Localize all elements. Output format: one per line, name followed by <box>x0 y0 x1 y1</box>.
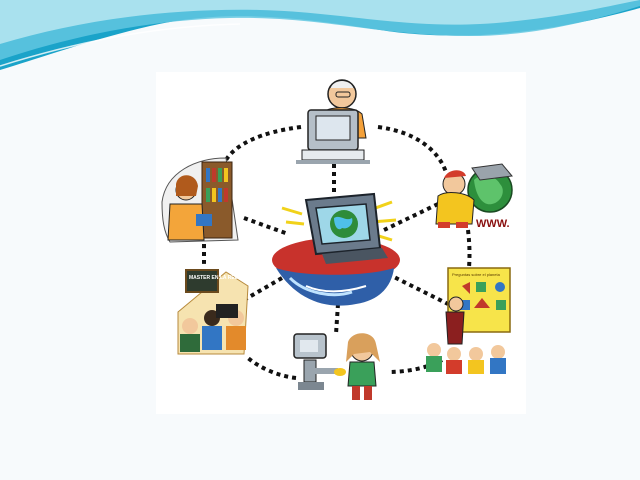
spoke-bottom <box>334 303 340 335</box>
connector-top-right <box>377 125 448 173</box>
person-computer-icon <box>296 79 370 164</box>
classroom-sign: MASTER EN LA RED <box>189 275 239 281</box>
connector-top-left <box>224 125 302 162</box>
hub-computer-icon <box>272 192 400 306</box>
globe-icon <box>435 163 513 228</box>
www-label: WWW. <box>476 218 510 230</box>
classroom-icon: MASTER EN LA RED <box>177 269 249 355</box>
hub-spokes <box>242 164 449 335</box>
robot-icon <box>293 333 380 400</box>
chart-board-title: Preguntas sobre el planeta <box>452 272 501 277</box>
spoke-bottom-left <box>242 276 284 302</box>
header-wave <box>0 0 640 70</box>
connector-bottom-left <box>246 356 297 380</box>
connector-bottom-right <box>387 358 443 374</box>
network-diagram: WWW. Preguntas sobr <box>161 79 513 400</box>
spoke-top-right <box>383 202 439 232</box>
diagram-panel: WWW. Preguntas sobr <box>156 72 526 414</box>
bookshelf-icon <box>161 157 239 243</box>
spoke-top-left <box>243 216 289 236</box>
chart-board-icon <box>426 267 511 374</box>
spoke-bottom-right <box>387 272 449 306</box>
